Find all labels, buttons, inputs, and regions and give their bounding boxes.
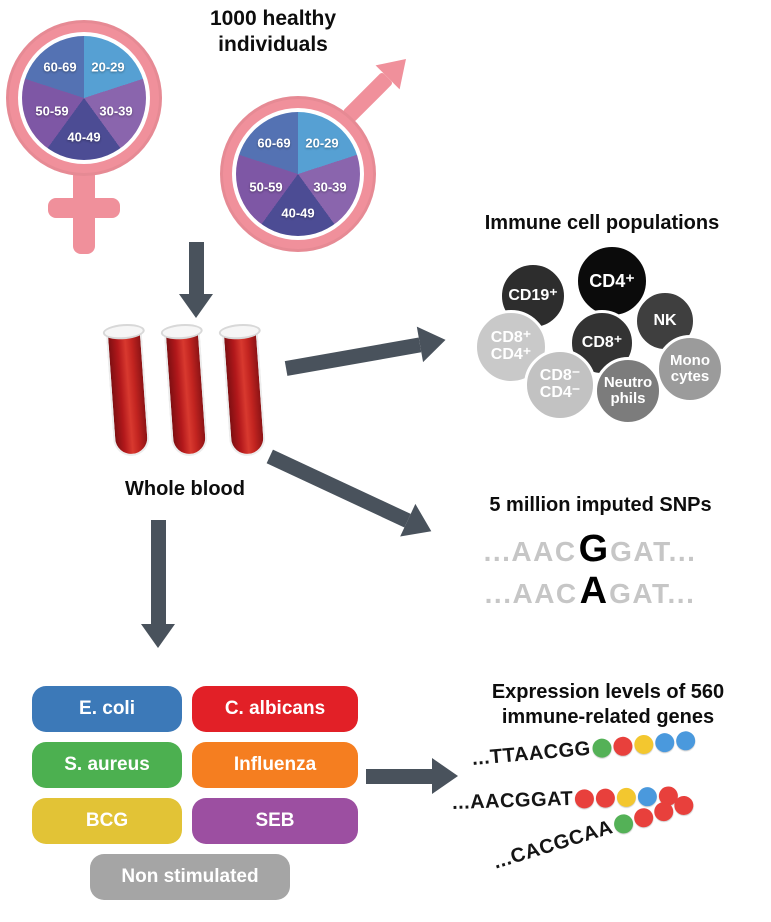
female-age-pie: 20-29 30-39 40-49 50-59 60-69 (22, 36, 146, 160)
gene-bead (633, 734, 655, 755)
male-symbol: 20-29 30-39 40-49 50-59 60-69 (220, 46, 450, 266)
immune-heading: Immune cell populations (484, 212, 720, 234)
stim-label: BCG (85, 810, 129, 831)
stim-label: Non stimulated (121, 866, 259, 887)
cell-label: CD8⁺ CD4⁺ (490, 329, 532, 363)
female-circle: 20-29 30-39 40-49 50-59 60-69 (6, 20, 162, 176)
snp-suffix: GAT... (610, 536, 697, 567)
whole-blood-label: Whole blood (125, 478, 245, 500)
gene-bead (675, 730, 697, 752)
age-label-40-49: 40-49 (67, 129, 101, 145)
male-age-pie: 20-29 30-39 40-49 50-59 60-69 (236, 112, 360, 236)
stim-box-influenza: Influenza (192, 742, 358, 788)
snp-sequences: ...AAC G GAT... ...AAC A GAT... (420, 528, 760, 612)
stim-label: C. albicans (224, 698, 326, 719)
age-label-60-69: 60-69 (43, 59, 77, 75)
arrow-shaft (266, 449, 411, 528)
female-symbol: 20-29 30-39 40-49 50-59 60-69 (6, 20, 170, 256)
arrow-shaft (284, 336, 422, 376)
tube-blood (221, 328, 267, 458)
arrow-shaft (150, 520, 166, 624)
stim-label: SEB (255, 810, 295, 831)
genes-heading: Expression levels of 560 immune-related … (491, 681, 725, 728)
gene-sequence: ...CACGCAA (490, 816, 616, 874)
snp-sequence-1: ...AAC G GAT... (420, 528, 760, 570)
gene-bead (631, 805, 656, 830)
stim-box-e-coli: E. coli (32, 686, 182, 732)
cell-label: CD19⁺ (508, 286, 558, 304)
gene-bead (616, 787, 637, 808)
snps-heading: 5 million imputed SNPs (489, 494, 712, 516)
gene-bead (651, 799, 676, 824)
arrow-head (416, 322, 449, 363)
gene-bead (611, 812, 636, 836)
arrow-blood-to-stimuli (141, 520, 175, 648)
snp-variant-allele: A (579, 570, 608, 612)
age-label-30-39: 30-39 (313, 179, 347, 195)
snp-prefix: ...AAC (484, 578, 578, 609)
male-circle: 20-29 30-39 40-49 50-59 60-69 (220, 96, 376, 252)
age-label-50-59: 50-59 (249, 179, 283, 195)
arrow-head (432, 758, 458, 794)
female-pie-ring: 20-29 30-39 40-49 50-59 60-69 (18, 32, 150, 164)
gene-bead (591, 737, 613, 759)
stim-box-s-aureus: S. aureus (32, 742, 182, 788)
cell-label: CD8⁻ CD4⁻ (539, 367, 581, 401)
cell-circle-monocytes: Mono cytes (656, 335, 724, 403)
cell-label: CD8⁺ (581, 333, 623, 351)
cell-label: Mono cytes (670, 352, 710, 385)
stim-box-c-albicans: C. albicans (192, 686, 358, 732)
arrow-blood-to-snps (262, 440, 439, 548)
age-label-20-29: 20-29 (305, 135, 339, 151)
gene-bead (654, 732, 676, 753)
age-label-20-29: 20-29 (91, 59, 125, 75)
cell-label: Neutro phils (603, 374, 653, 407)
arrow-shaft (188, 242, 204, 294)
gene-sequence: ...TTAACGG (470, 737, 592, 770)
stim-label: S. aureus (64, 754, 150, 775)
snp-suffix: GAT... (609, 578, 696, 609)
age-label-30-39: 30-39 (99, 103, 133, 119)
arrow-individuals-to-blood (179, 242, 213, 318)
snp-sequence-2: ...AAC A GAT... (420, 570, 760, 612)
arrow-stimuli-to-genes (366, 757, 458, 795)
gene-sequence: ...AACGGAT (451, 787, 574, 814)
cell-circle-cd8neg-cd4neg: CD8⁻ CD4⁻ (524, 349, 596, 421)
cell-label: CD4⁺ (589, 270, 635, 291)
stim-box-bcg: BCG (32, 798, 182, 844)
arrow-blood-to-cells (283, 322, 449, 386)
arrow-head (141, 624, 175, 648)
male-pie-ring: 20-29 30-39 40-49 50-59 60-69 (232, 108, 364, 240)
gene-bead (671, 793, 696, 818)
stim-label: Influenza (233, 754, 317, 775)
snp-variant-allele: G (578, 528, 609, 570)
age-label-50-59: 50-59 (35, 103, 69, 119)
stim-box-non-stimulated: Non stimulated (90, 854, 290, 900)
cell-circle-cd4: CD4⁺ (575, 244, 649, 318)
blood-tubes (102, 322, 286, 466)
female-cross-bar-icon (48, 198, 120, 218)
stim-box-seb: SEB (192, 798, 358, 844)
age-label-60-69: 60-69 (257, 135, 291, 151)
cell-circle-neutrophils: Neutro phils (594, 357, 662, 425)
snp-prefix: ...AAC (483, 536, 577, 567)
blood-tube-icon (217, 322, 270, 462)
cell-label: NK (653, 311, 677, 329)
tube-blood (105, 328, 151, 458)
gene-bead (612, 735, 634, 757)
blood-tube-icon (101, 322, 154, 462)
arrow-shaft (366, 768, 432, 784)
page-title: 1000 healthy individuals (209, 7, 337, 57)
age-label-40-49: 40-49 (281, 205, 315, 221)
gene-bead (574, 789, 595, 809)
gene-row-1: ...TTAACGG (470, 729, 697, 771)
blood-tube-icon (159, 322, 212, 462)
tube-blood (163, 328, 209, 458)
gene-bead (595, 788, 616, 808)
arrow-head (179, 294, 213, 318)
stim-label: E. coli (79, 698, 135, 719)
